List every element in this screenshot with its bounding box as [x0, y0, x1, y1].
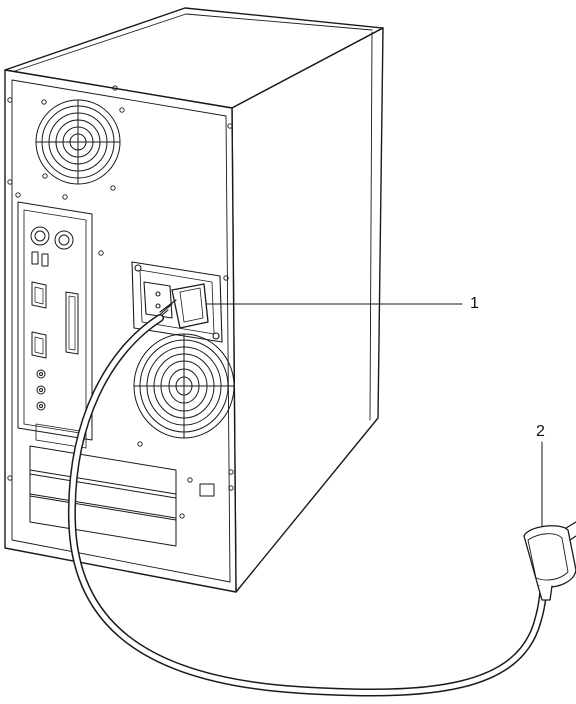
ps2-port [54, 230, 74, 250]
audio-jack [36, 369, 46, 379]
power-supply-socket [131, 261, 223, 343]
computer-tower [4, 7, 384, 593]
audio-jack [36, 401, 46, 411]
small-connector [199, 483, 215, 497]
serial-port [31, 331, 47, 359]
tower-side-face [231, 27, 384, 593]
upper-fan-grille [35, 99, 121, 185]
usb-port [31, 251, 39, 265]
wall-plug [523, 521, 576, 601]
lower-fan-grille [133, 333, 235, 439]
cable-plug-at-socket [171, 283, 209, 329]
usb-port [41, 253, 49, 267]
ps2-port [30, 226, 50, 246]
back-panel-screws [7, 85, 234, 519]
expansion-slots [29, 423, 177, 547]
audio-jack [36, 385, 46, 395]
parallel-port [65, 291, 79, 355]
serial-port [31, 281, 47, 309]
callout-label-1: 1 [470, 295, 479, 312]
tower-back-panel [4, 69, 237, 593]
power-cable [67, 283, 576, 697]
callout-label-2: 2 [536, 423, 545, 440]
